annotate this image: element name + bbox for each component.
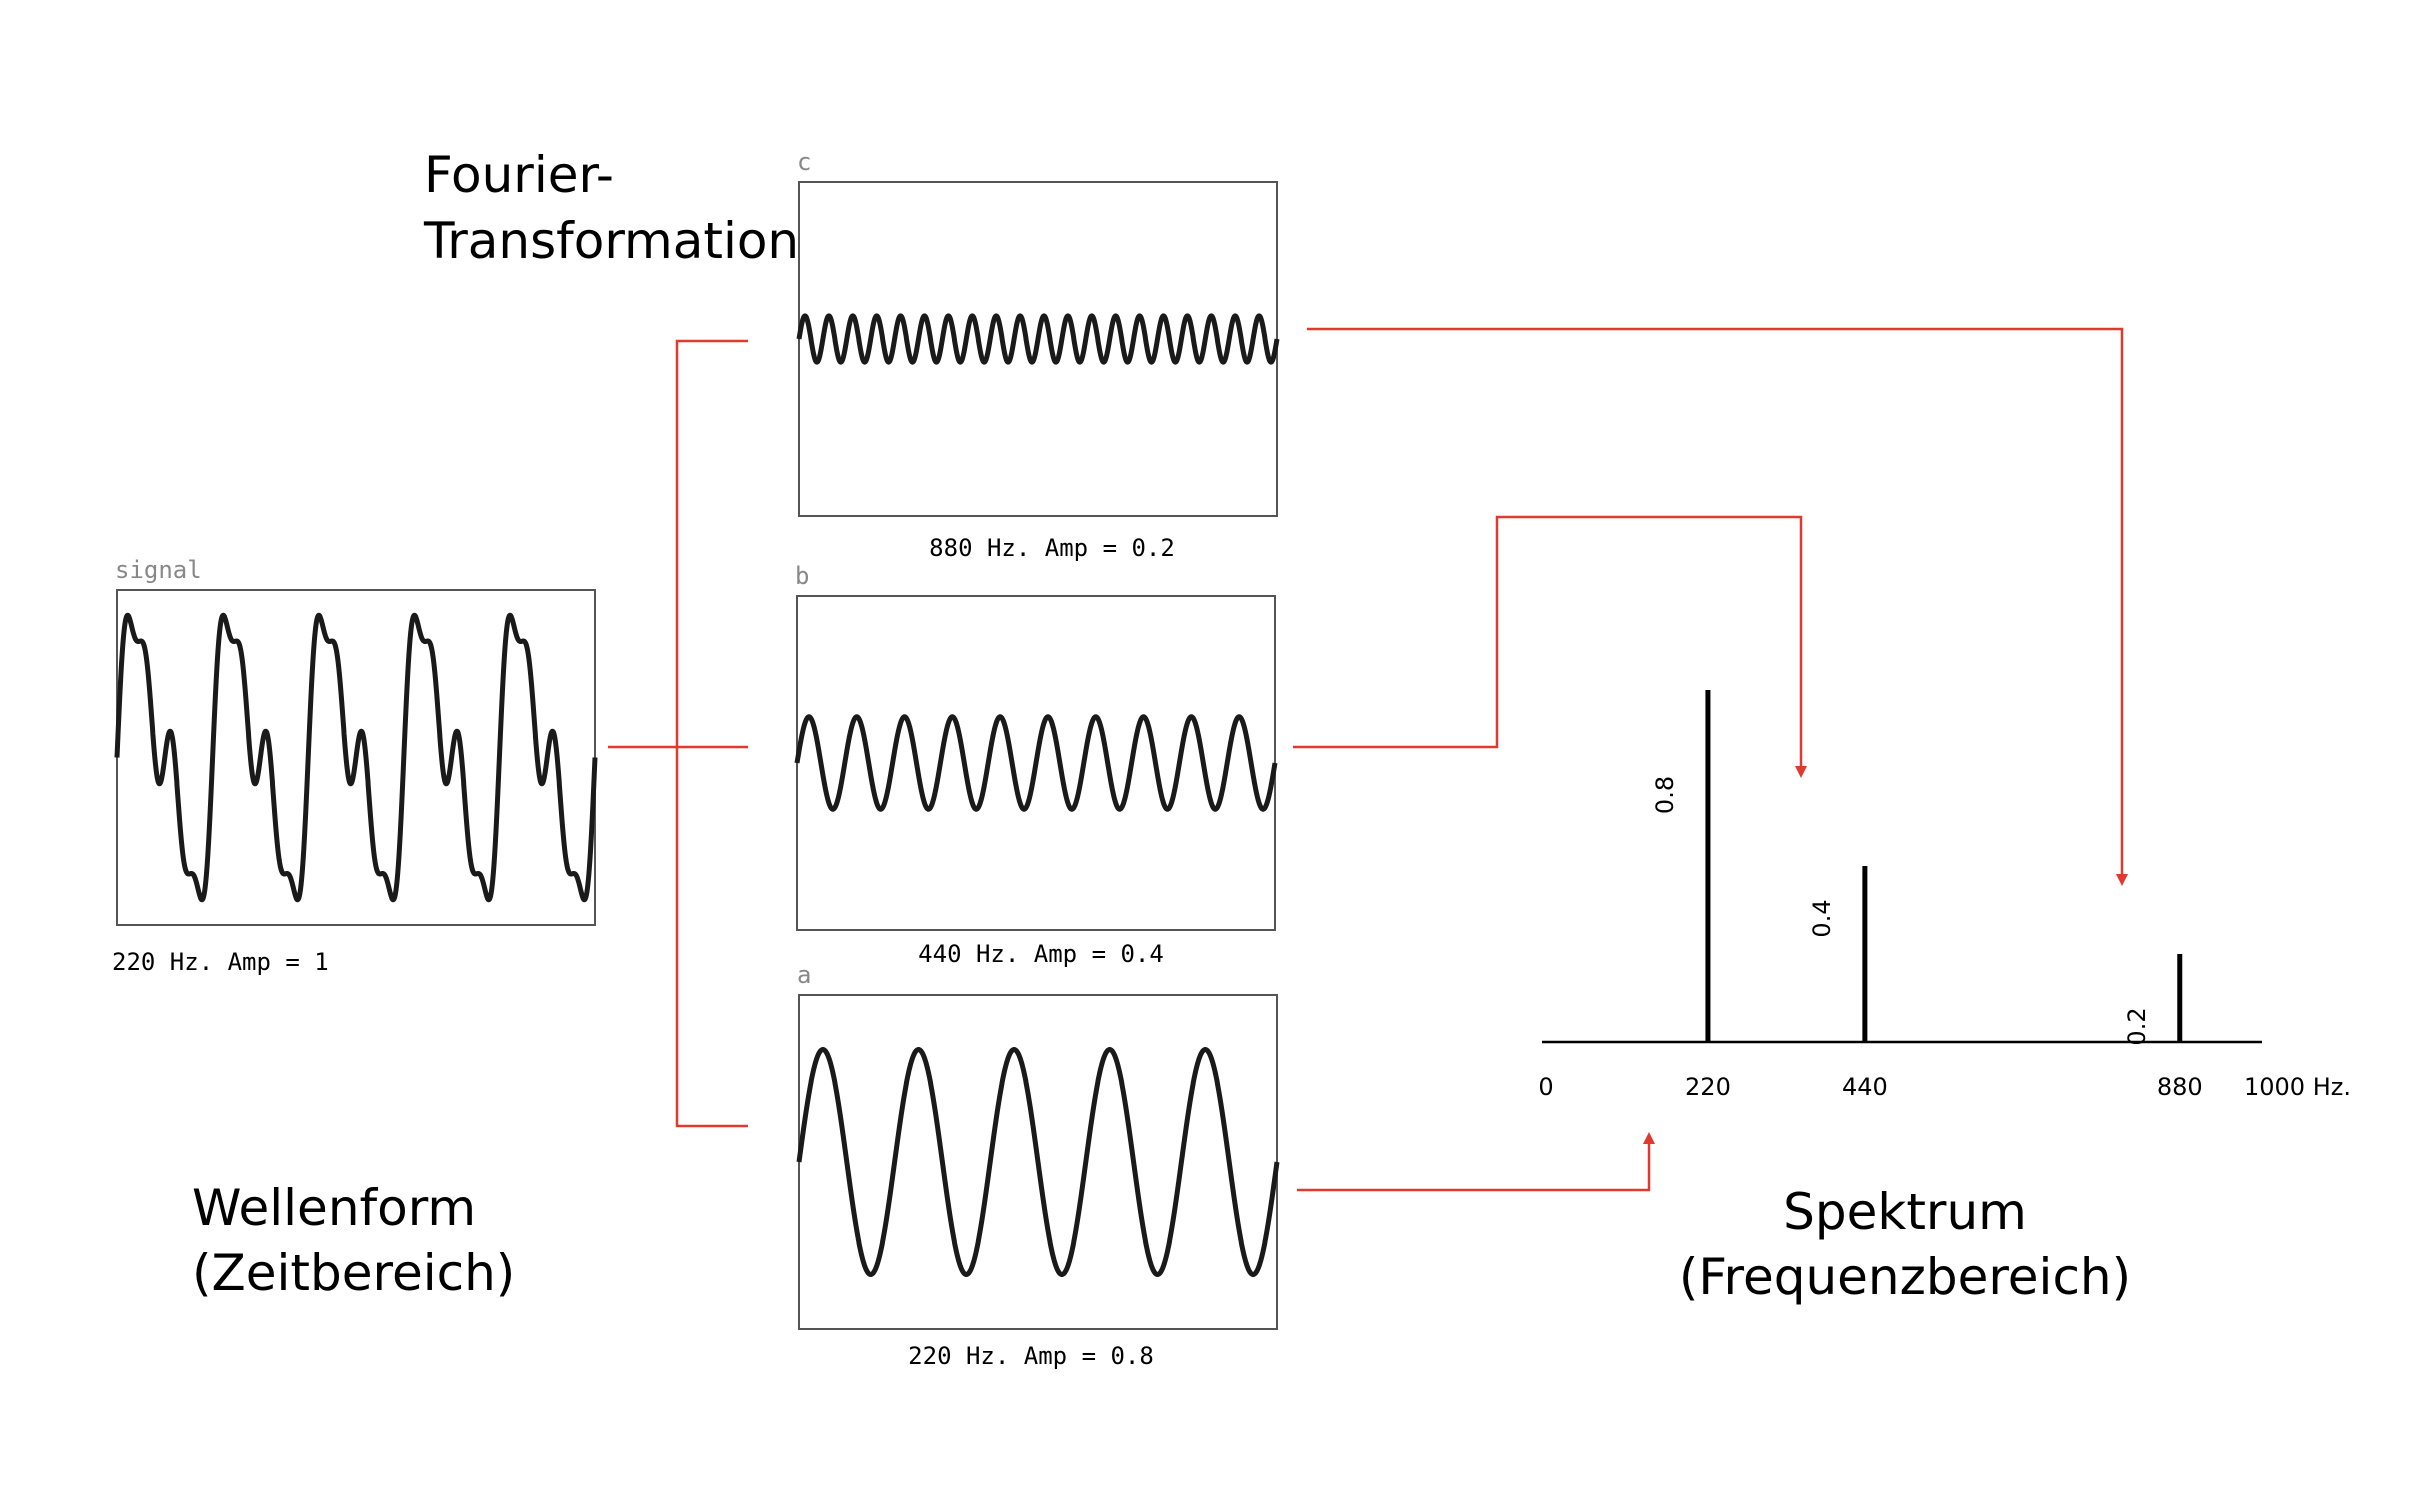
component-waveform-b — [794, 714, 1278, 812]
component-caption-c: 880 Hz. Amp = 0.2 — [929, 534, 1175, 562]
component-caption-a: 220 Hz. Amp = 0.8 — [908, 1342, 1154, 1370]
spectrum-tick-3: 880 — [2157, 1073, 2203, 1101]
spectrum-bar-label-880: 0.2 — [2123, 1007, 2151, 1045]
component-plot-a: a 220 Hz. Amp = 0.8 — [796, 961, 1280, 1370]
spectrum-connectors — [1293, 327, 2128, 1192]
component-label-b: b — [795, 562, 809, 590]
component-caption-b: 440 Hz. Amp = 0.4 — [918, 940, 1164, 968]
signal-plot-label: signal — [115, 556, 202, 584]
component-plot-b: b 440 Hz. Amp = 0.4 — [794, 562, 1278, 968]
connector-branch — [675, 339, 748, 1128]
waveform-heading-line2: (Zeitbereich) — [192, 1244, 515, 1302]
component-label-a: a — [797, 961, 811, 989]
waveform-heading-line1: Wellenform — [192, 1179, 476, 1237]
component-label-c: c — [797, 148, 811, 176]
component-waveform-c — [796, 313, 1280, 365]
signal-caption: 220 Hz. Amp = 1 — [112, 948, 329, 976]
spectrum-tick-1: 220 — [1685, 1073, 1731, 1101]
spectrum-tick-0: 0 — [1538, 1073, 1553, 1101]
spectrum-plot: 0.8 0.4 0.2 0 220 440 880 1000 Hz. — [1538, 690, 2351, 1101]
fourier-heading-line2: Transformation — [423, 212, 799, 270]
component-waveform-a — [796, 1047, 1280, 1277]
connector-b-to-440 — [1293, 515, 1807, 778]
component-plot-c: c 880 Hz. Amp = 0.2 — [796, 148, 1280, 562]
signal-plot: signal 220 Hz. Amp = 1 — [112, 556, 598, 976]
spectrum-tick-4: 1000 Hz. — [2244, 1073, 2351, 1101]
spectrum-tick-2: 440 — [1842, 1073, 1888, 1101]
signal-waveform — [114, 612, 598, 903]
fourier-heading-line1: Fourier- — [424, 146, 614, 204]
decomposition-connectors — [608, 339, 748, 1128]
spectrum-heading-line2: (Frequenzbereich) — [1679, 1248, 2131, 1306]
connector-c-to-880 — [1307, 327, 2128, 886]
spectrum-heading-line1: Spektrum — [1783, 1183, 2027, 1241]
connector-a-to-220 — [1297, 1132, 1655, 1192]
spectrum-bar-label-440: 0.4 — [1808, 899, 1836, 937]
spectrum-bar-label-220: 0.8 — [1651, 776, 1679, 814]
